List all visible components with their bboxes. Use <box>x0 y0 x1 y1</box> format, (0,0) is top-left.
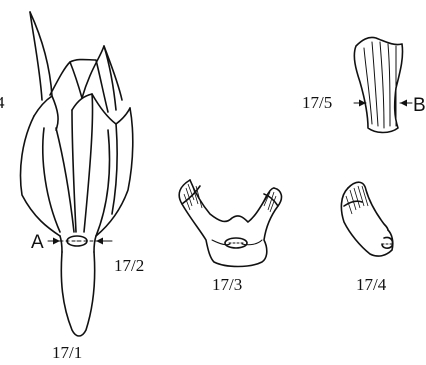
edge-fragment-label: 4 <box>0 93 5 112</box>
figure-17-4-label: 17/4 <box>356 275 387 294</box>
figure-17-3-label: 17/3 <box>212 275 242 294</box>
section-marker-b: B <box>413 95 426 116</box>
figure-17-2-label: 17/2 <box>114 256 144 275</box>
figure-17-5-label: 17/5 <box>302 93 332 112</box>
figure-17-1-floret <box>21 12 133 336</box>
figure-17-4-side-section <box>341 182 392 256</box>
figure-17-1-label: 17/1 <box>52 343 82 362</box>
section-marker-a: A <box>31 232 44 253</box>
figure-17-5-lamina <box>354 37 412 132</box>
figure-17-3-cross-section <box>179 180 281 267</box>
